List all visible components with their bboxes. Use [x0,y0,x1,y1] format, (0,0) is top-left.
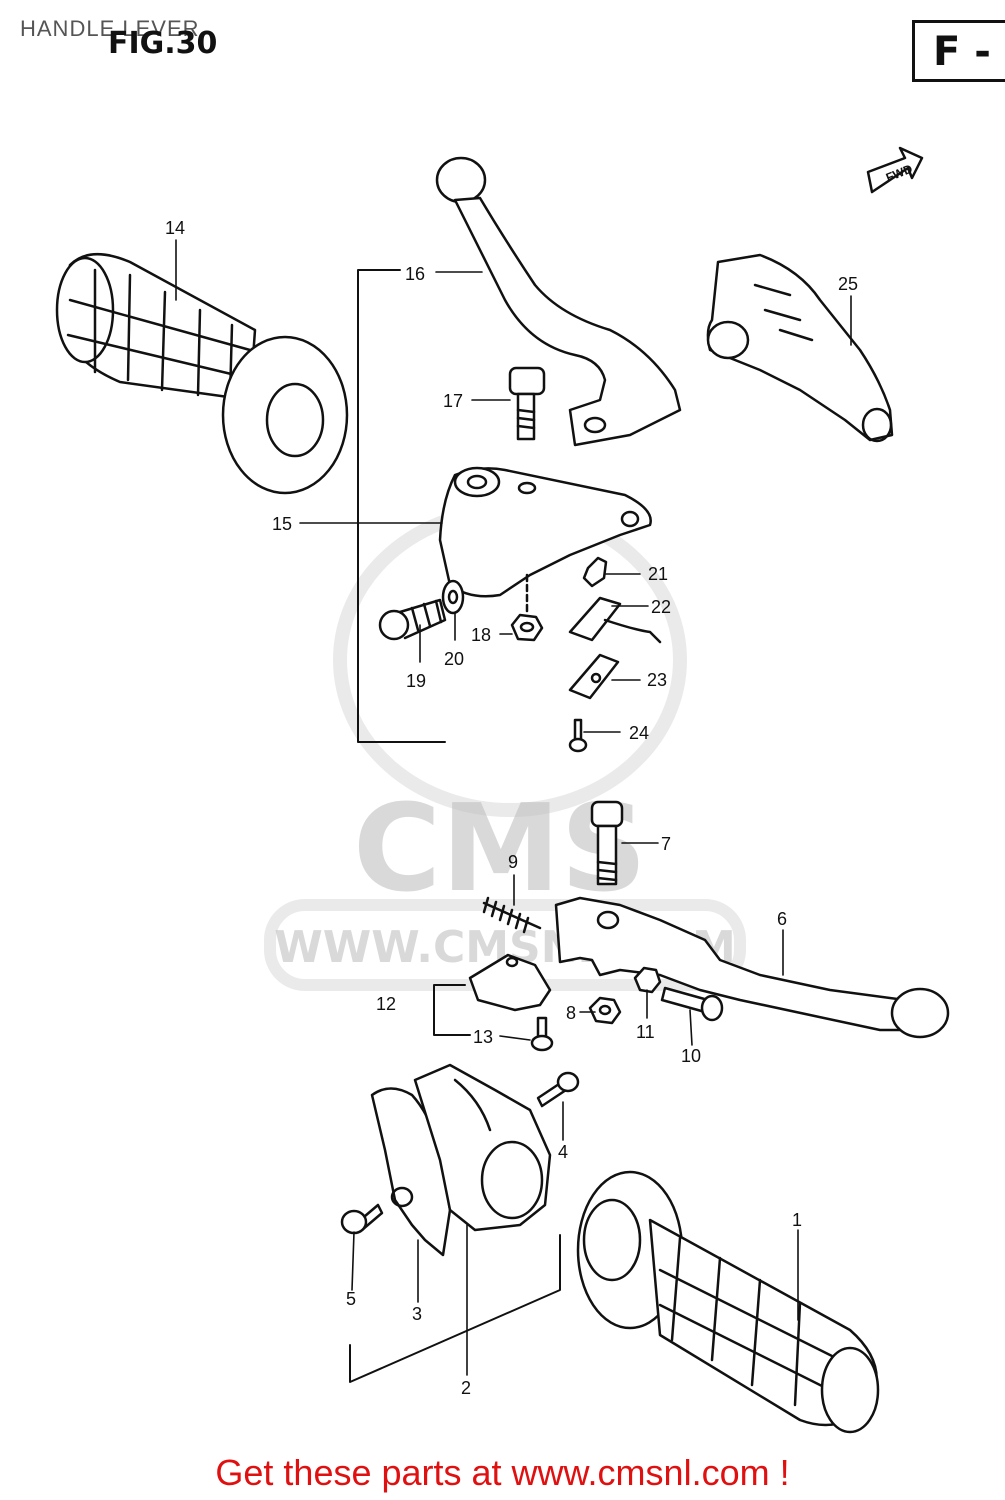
section-box: F - [912,20,1005,82]
part-18-nut [510,573,544,642]
part-23-switch-base [568,653,620,700]
page-title: HANDLE LEVER [20,16,200,41]
part-25-lever-cover [706,253,894,443]
figure-number: FIG.30 [108,26,218,61]
fwd-arrow-icon [866,146,924,194]
part-17-pivot-bolt [508,366,546,441]
callout-16: 16 [405,264,425,284]
callout-6: 6 [777,909,787,929]
part-1-right-grip [576,1170,880,1434]
part-2-lever-holder [413,1063,552,1232]
part-6-brake-lever [554,896,950,1039]
part-4-screw [536,1071,580,1108]
callout-2: 2 [461,1378,471,1398]
callout-22: 22 [651,597,671,617]
callout-5: 5 [346,1289,356,1309]
callout-8: 8 [566,1003,576,1023]
callout-3: 3 [412,1304,422,1324]
callout-13: 13 [473,1027,493,1047]
leader-lines [175,239,852,1376]
part-9-spring [482,896,542,934]
callout-14: 14 [165,218,185,238]
callout-1: 1 [792,1210,802,1230]
section-label: F - [933,29,991,75]
part-10-adjuster-bolt [660,986,724,1022]
callout-10: 10 [681,1046,701,1066]
callout-21: 21 [648,564,668,584]
part-11-nut [633,966,662,994]
part-5-screw [340,1203,384,1235]
callout-20: 20 [444,649,464,669]
callout-4: 4 [558,1142,568,1162]
callout-9: 9 [508,852,518,872]
callout-11: 11 [636,1022,655,1042]
part-15-lever-holder [438,466,652,598]
group-bracket-upper [357,269,446,743]
part-19-clamp-bolt [378,598,447,641]
callout-25: 25 [838,274,858,294]
part-8-nut [588,996,622,1025]
footer-cta-link[interactable]: Get these parts at www.cmsnl.com ! [215,1452,790,1493]
callout-15: 15 [272,514,292,534]
part-16-clutch-lever [435,156,682,447]
callout-12: 12 [376,994,396,1014]
callout-labels: 1 2 3 4 5 6 7 8 9 10 11 12 13 14 15 16 1… [165,218,858,1398]
part-12-brake-switch [468,953,552,1012]
callout-19: 19 [406,671,426,691]
part-7-pivot-bolt [590,800,624,886]
part-13-screw [530,1016,554,1052]
callout-7: 7 [661,834,671,854]
callout-23: 23 [647,670,667,690]
part-21-cap [582,556,608,588]
part-20-washer [441,579,465,615]
part-22-switch [568,596,662,644]
callout-17: 17 [443,391,463,411]
callout-24: 24 [629,723,649,743]
group-bracket-lower [349,1234,561,1383]
part-24-screw [568,718,588,753]
group-bracket-12-13 [433,984,471,1036]
callout-18: 18 [471,625,491,645]
part-14-left-grip [55,252,349,495]
